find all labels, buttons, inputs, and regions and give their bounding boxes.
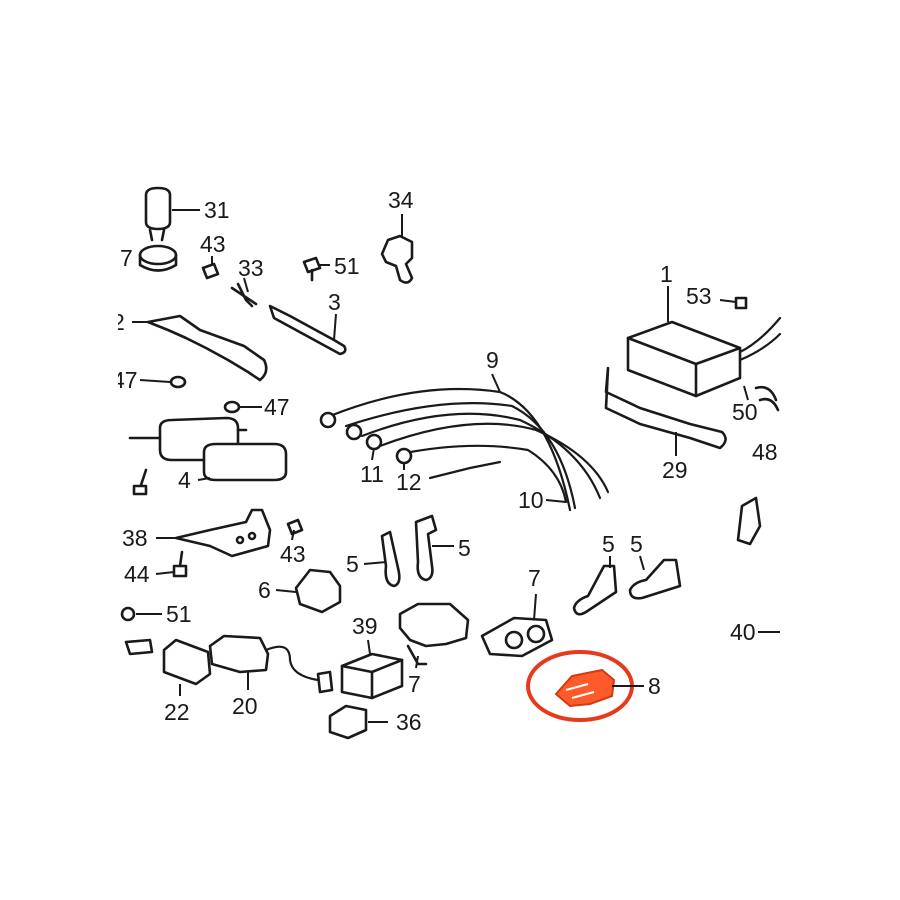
part-7-clamp <box>138 244 178 272</box>
leader-lines <box>132 209 780 723</box>
part-40-component <box>736 496 762 546</box>
part-33-bracket <box>230 282 258 308</box>
part-36-connector <box>328 704 368 740</box>
callout-5-c: 5 <box>602 531 615 557</box>
callout-5-d: 5 <box>630 531 643 557</box>
callout-10: 10 <box>518 487 544 513</box>
callout-8: 8 <box>648 673 661 699</box>
part-51-bolt-low <box>120 606 136 622</box>
part-44-bolt <box>172 550 188 578</box>
part-1-cdi-unit <box>626 316 782 398</box>
callout-12: 12 <box>396 469 422 495</box>
callout-34: 34 <box>388 187 414 213</box>
part-31-cylinder <box>144 186 172 242</box>
part-2-bracket <box>146 314 268 382</box>
callout-53: 53 <box>686 283 712 309</box>
callout-5-b: 5 <box>458 535 471 561</box>
callout-43-top: 43 <box>200 231 226 257</box>
callout-7-cover-left: 7 <box>408 671 421 697</box>
part-20-module <box>208 634 334 694</box>
part-43-bolt-mid <box>286 518 304 536</box>
part-43-bolt-top <box>201 262 220 280</box>
callout-47-left: 47 <box>112 367 138 393</box>
callout-20: 20 <box>232 693 258 719</box>
callout-38: 38 <box>122 525 148 551</box>
callout-43-mid: 43 <box>280 541 306 567</box>
part-29-bracket <box>604 366 727 450</box>
callout-33: 33 <box>238 255 264 281</box>
callout-6: 6 <box>258 577 271 603</box>
part-5-plug-cap-a <box>380 530 401 588</box>
callout-5-a: 5 <box>346 551 359 577</box>
part-48-hose <box>754 385 780 412</box>
callout-9: 9 <box>486 347 499 373</box>
part-34-bracket <box>380 234 414 284</box>
callout-39: 39 <box>352 613 378 639</box>
callout-31: 31 <box>204 197 230 223</box>
callout-50: 50 <box>732 399 758 425</box>
callout-7-clamp: 7 <box>120 245 133 271</box>
part-51-bolt-top <box>302 256 322 282</box>
part-7-cover-left <box>398 602 470 666</box>
callout-2: 2 <box>112 309 125 335</box>
part-38-bracket <box>174 508 272 558</box>
callout-11: 11 <box>360 461 384 487</box>
part-tag <box>124 638 154 656</box>
part-5-plug-cap-b <box>414 514 438 582</box>
part-7-cover-right <box>480 616 554 658</box>
callout-1: 1 <box>660 261 673 287</box>
callout-48: 48 <box>752 439 778 465</box>
callout-36: 36 <box>396 709 422 735</box>
part-6-relay <box>294 568 342 614</box>
part-5-plug-cap-d <box>628 558 682 600</box>
part-4-ignition-coil-lower <box>202 442 288 482</box>
callout-51-top: 51 <box>334 253 360 279</box>
callout-7-cover-right: 7 <box>528 565 541 591</box>
callout-51-low: 51 <box>166 601 192 627</box>
callout-47-mid: 47 <box>264 394 290 420</box>
part-8-body <box>554 668 616 708</box>
callout-3: 3 <box>328 289 341 315</box>
callout-29: 29 <box>662 457 688 483</box>
part-47-washer-mid <box>223 400 241 414</box>
part-47-washer-left <box>169 375 187 389</box>
callout-40: 40 <box>730 619 756 645</box>
part-39-box <box>340 652 404 700</box>
part-8-highlighted <box>526 650 634 722</box>
part-22-lamp <box>162 638 212 686</box>
callout-4: 4 <box>178 467 191 493</box>
part-9-plug-wires <box>319 387 610 512</box>
part-53-bolt <box>734 296 748 310</box>
callout-22: 22 <box>164 699 190 725</box>
part-bolt-left <box>132 468 148 496</box>
callout-44: 44 <box>124 561 150 587</box>
callouts: 31 7 43 33 51 34 3 2 47 47 9 1 53 50 48 … <box>112 187 778 735</box>
part-5-plug-cap-c <box>572 564 618 616</box>
